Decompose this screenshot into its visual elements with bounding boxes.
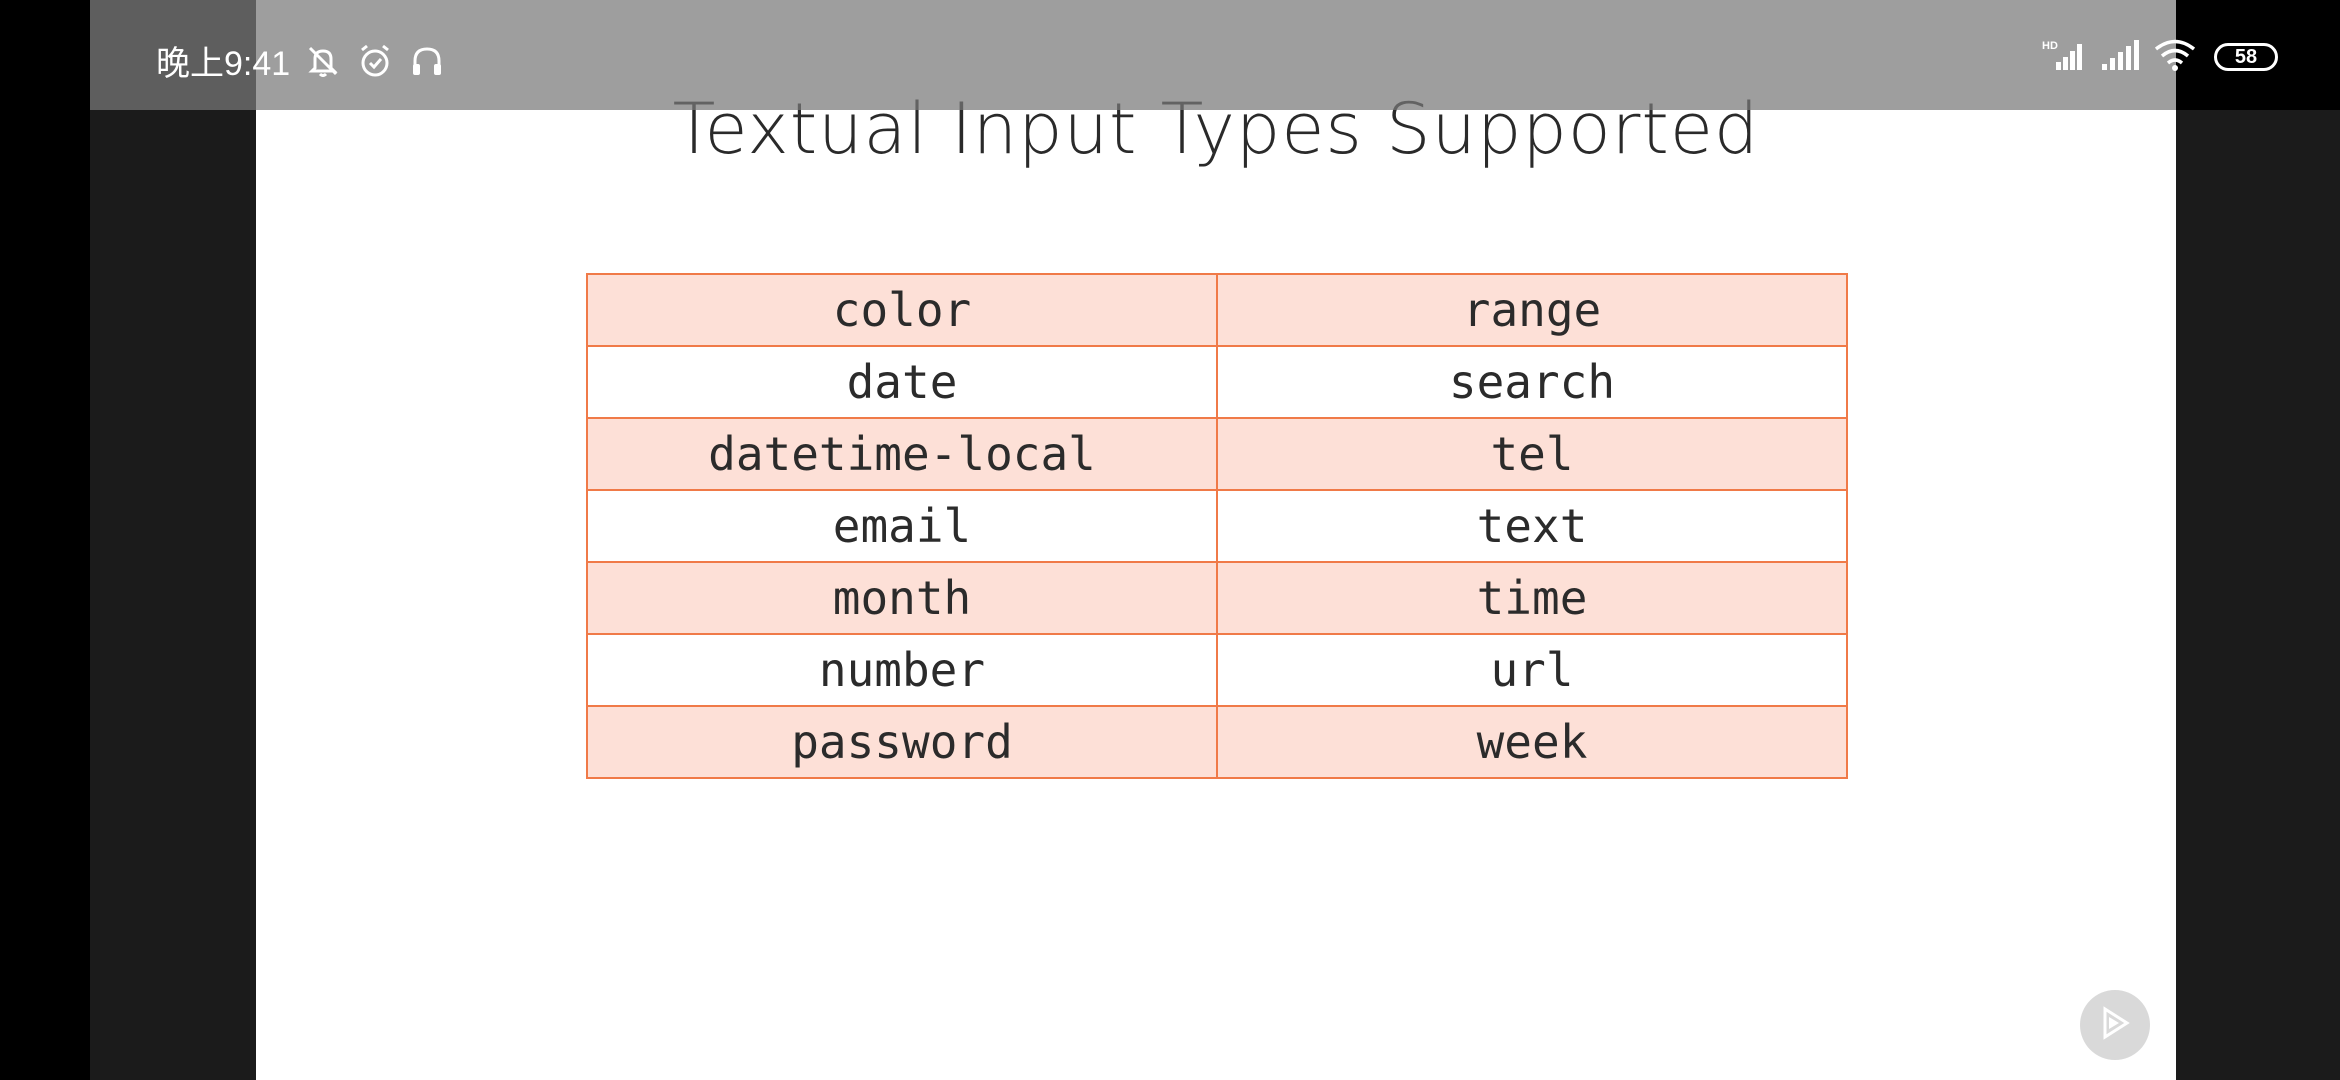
table-row: number url xyxy=(586,633,1848,707)
table-cell: week xyxy=(1216,705,1848,779)
input-types-table: color range date search datetime-local t… xyxy=(586,273,1848,779)
left-letterbox xyxy=(90,0,256,1080)
table-cell: date xyxy=(586,345,1218,419)
table-cell: color xyxy=(586,273,1218,347)
presentation-slide: Textual Input Types Supported color rang… xyxy=(256,0,2176,1080)
bell-muted-icon xyxy=(304,42,342,80)
status-time: 晚上9:41 xyxy=(156,45,291,83)
right-letterbox xyxy=(2176,0,2340,1080)
hd-signal-icon: HD xyxy=(2042,38,2086,76)
table-cell: range xyxy=(1216,273,1848,347)
status-bar-right-edge xyxy=(2176,0,2340,110)
battery-level: 58 xyxy=(2234,45,2258,68)
play-icon xyxy=(2095,1003,2135,1047)
table-row: datetime-local tel xyxy=(586,417,1848,491)
wifi-icon xyxy=(2154,38,2196,76)
table-cell: datetime-local xyxy=(586,417,1218,491)
table-cell: number xyxy=(586,633,1218,707)
table-cell: url xyxy=(1216,633,1848,707)
table-cell: time xyxy=(1216,561,1848,635)
battery-indicator: 58 xyxy=(2214,43,2278,71)
table-cell: month xyxy=(586,561,1218,635)
play-button[interactable] xyxy=(2080,990,2150,1060)
left-black-bar xyxy=(0,0,90,1080)
headset-icon xyxy=(408,42,446,80)
table-cell: password xyxy=(586,705,1218,779)
signal-icon xyxy=(2100,38,2140,76)
table-cell: text xyxy=(1216,489,1848,563)
table-row: color range xyxy=(586,273,1848,347)
table-cell: tel xyxy=(1216,417,1848,491)
table-row: month time xyxy=(586,561,1848,635)
table-cell: email xyxy=(586,489,1218,563)
table-row: email text xyxy=(586,489,1848,563)
status-right-group: HD 58 xyxy=(2028,38,2278,76)
table-row: date search xyxy=(586,345,1848,419)
alarm-icon xyxy=(356,42,394,80)
table-cell: search xyxy=(1216,345,1848,419)
table-row: password week xyxy=(586,705,1848,779)
status-left-group: 晚上9:41 xyxy=(156,36,446,85)
svg-text:HD: HD xyxy=(2042,40,2058,52)
status-bar-left-edge xyxy=(0,0,90,110)
